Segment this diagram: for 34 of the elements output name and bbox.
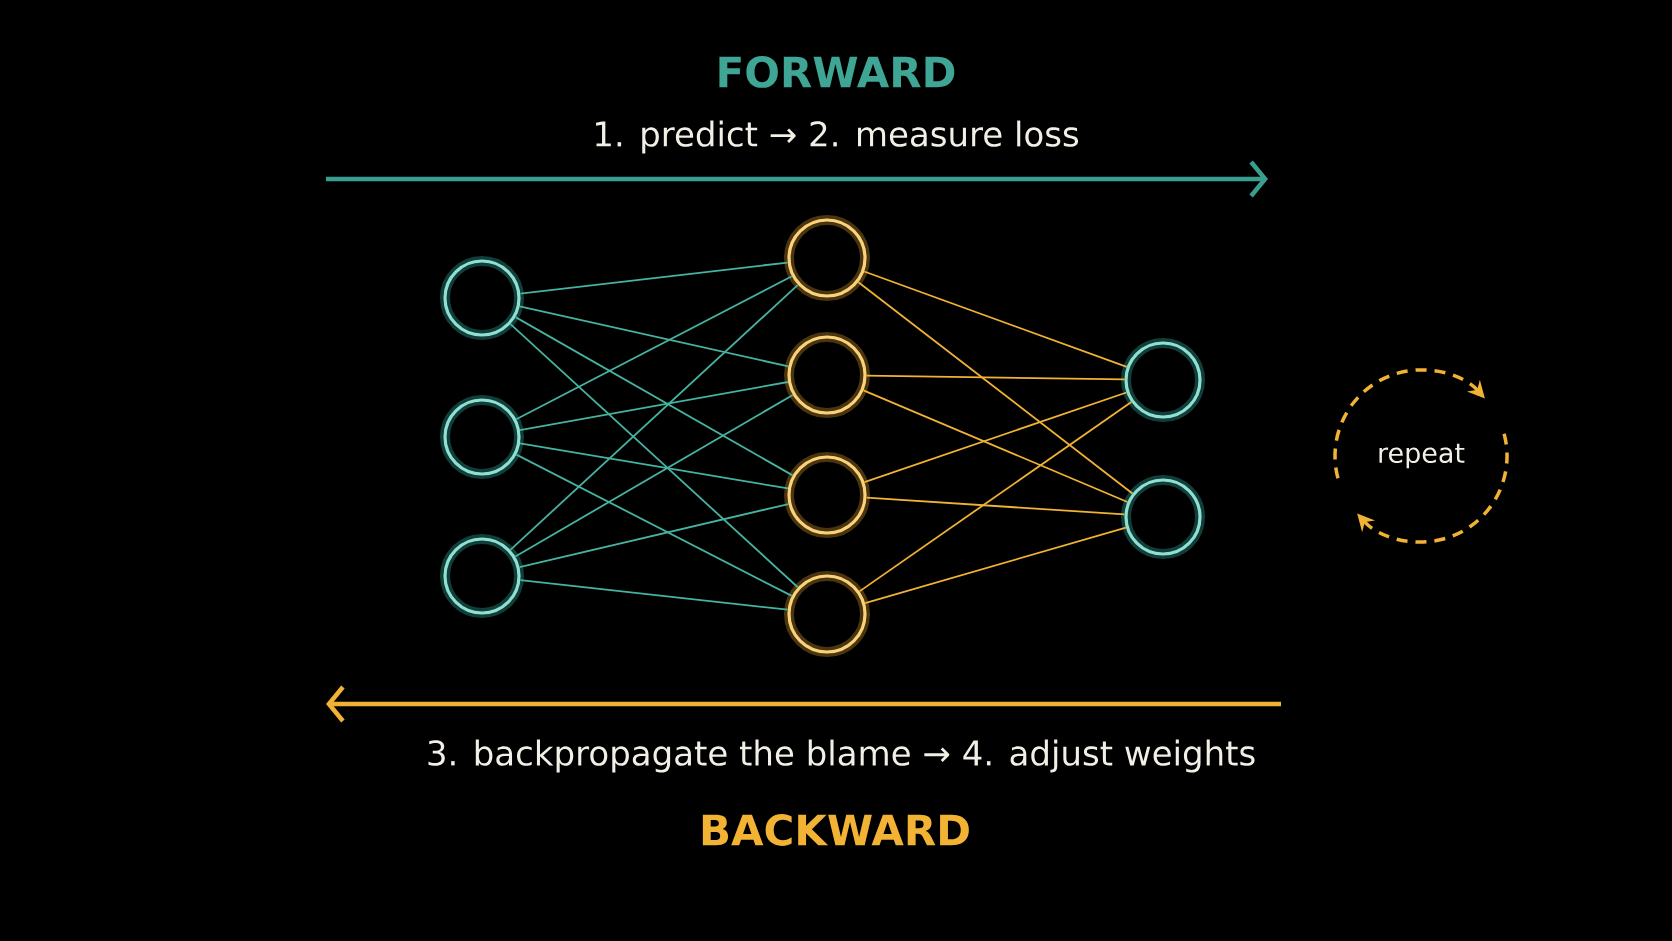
connection-line	[519, 381, 789, 432]
connection-line	[863, 391, 1128, 484]
neuron-circle	[440, 534, 524, 618]
connection-line	[514, 394, 794, 558]
node-label: repeat	[1379, 443, 1465, 469]
neuron-circle	[440, 395, 524, 479]
connection-line	[519, 442, 789, 490]
neuron-circle	[784, 571, 870, 657]
connection-line	[865, 496, 1126, 516]
neuron-circle	[784, 215, 870, 301]
connection-line	[515, 453, 793, 597]
connection-line	[864, 526, 1127, 604]
connection-line	[515, 275, 793, 421]
connection-line	[518, 503, 790, 569]
connection-line	[509, 323, 799, 589]
connection-line	[865, 374, 1126, 381]
connection-line	[863, 270, 1128, 368]
connection-line	[509, 283, 799, 551]
direction-label: FORWARD	[719, 56, 955, 88]
neuron-circle	[1121, 338, 1205, 422]
neuron-circle	[784, 452, 870, 538]
connection-line	[518, 305, 790, 368]
neuron-circle	[784, 332, 870, 418]
connection-line	[858, 401, 1133, 593]
connection-line	[519, 579, 789, 611]
step-caption: 3. backpropagate the blame → 4. adjust weights	[428, 739, 1255, 773]
connection-line	[862, 389, 1129, 503]
step-caption: 1. predict → 2. measure loss	[596, 120, 1078, 154]
connection-line	[857, 281, 1134, 495]
neuron-circle	[440, 256, 524, 340]
connection-line	[514, 316, 794, 477]
connection-line	[519, 261, 789, 295]
direction-label: BACKWARD	[702, 814, 969, 846]
neuron-circle	[1121, 475, 1205, 559]
